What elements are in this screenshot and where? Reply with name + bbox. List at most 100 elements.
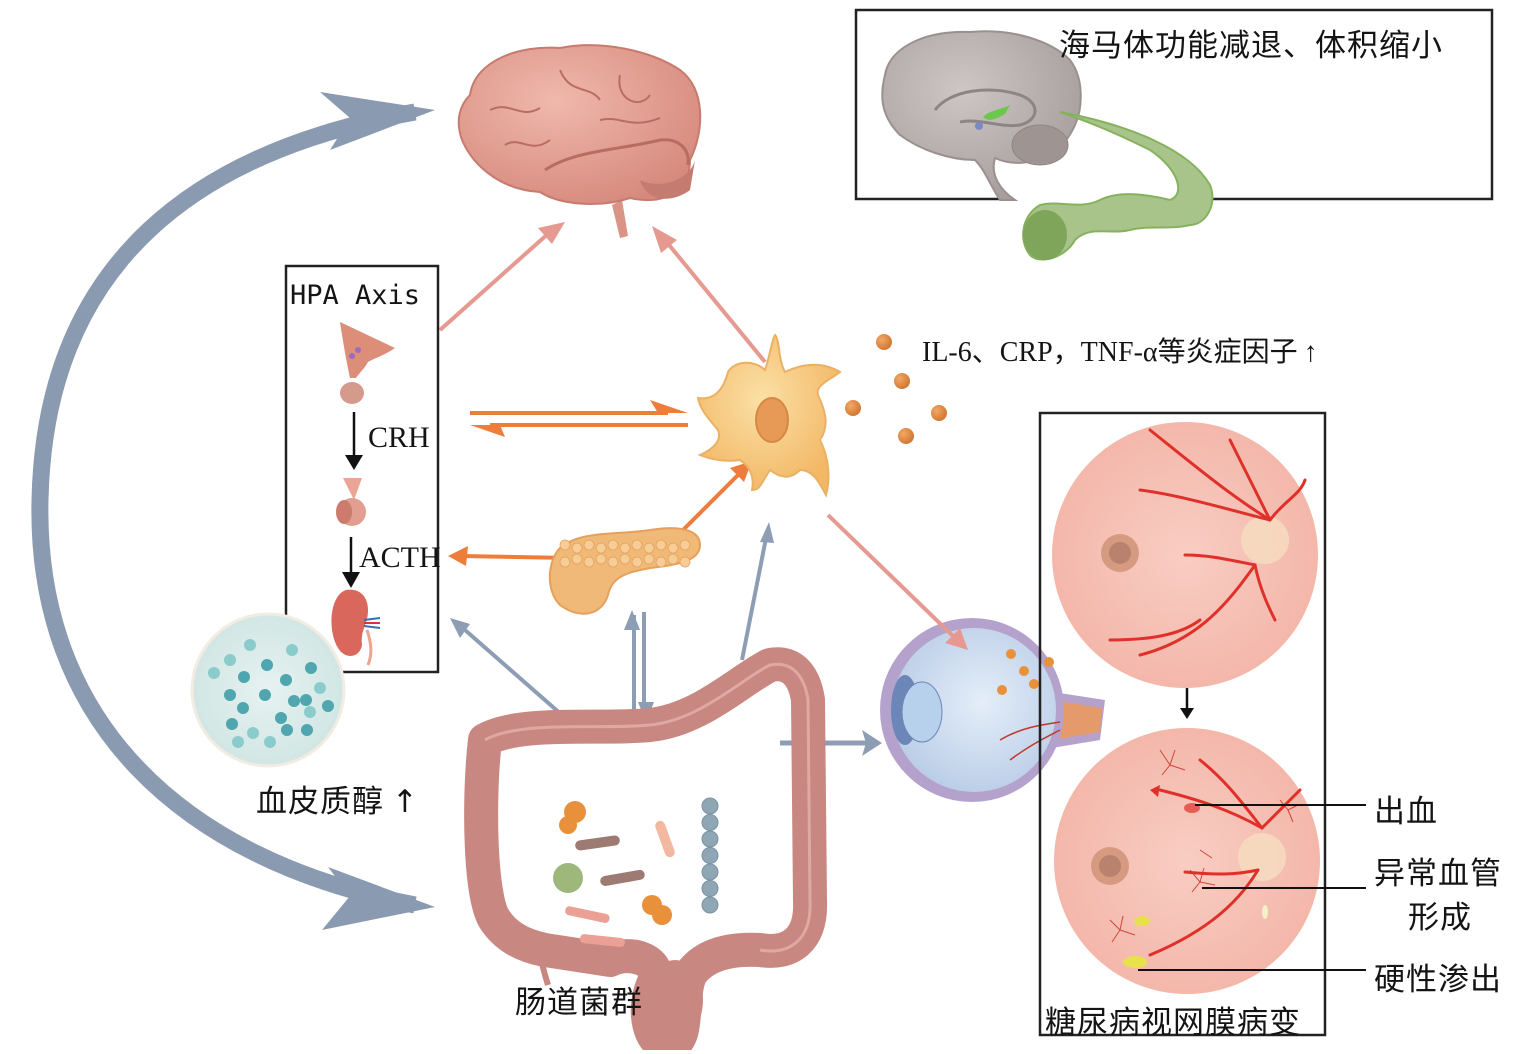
bacterium-coccus <box>559 816 577 834</box>
diseased-retina-icon <box>1054 728 1320 994</box>
bacterium-green <box>553 863 583 893</box>
arrow-cell-to-eye <box>826 513 968 650</box>
pancreas-icon <box>548 527 702 615</box>
hippocampus-enlarged-icon <box>1022 111 1214 261</box>
pancreas-lobule <box>571 553 583 565</box>
retina-transition-arrow <box>1180 688 1194 719</box>
cortisol-molecule-dot <box>305 662 317 674</box>
pancreas-lobule <box>655 539 667 551</box>
cortisol-molecule-dot <box>247 727 259 739</box>
arrow-gut-pancreas-bidirectional <box>624 610 654 722</box>
hippocampus-caption: 海马体功能减退、体积缩小 <box>1059 28 1443 64</box>
brain-icon <box>457 44 702 238</box>
cortisol-molecule-dot <box>286 644 298 656</box>
pancreas-lobule <box>583 556 595 568</box>
hippocampus-panel <box>854 8 1494 261</box>
hypothalamus-icon <box>340 322 395 404</box>
increase-arrow-icon: ↑ <box>1303 337 1318 368</box>
inflammation-text: IL-6、CRP，TNF-α等炎症因子 <box>922 337 1298 368</box>
hpa-axis-title: HPA Axis <box>290 280 421 311</box>
inflammation-label: IL-6、CRP，TNF-α等炎症因子↑ <box>922 330 1318 370</box>
cortisol-molecule-dot <box>300 694 312 706</box>
streptococcus-cell <box>701 814 719 831</box>
adrenal-kidney-icon <box>331 589 381 666</box>
crh-down-arrow <box>345 412 363 470</box>
pancreas-lobule <box>667 553 679 565</box>
cortisol-molecule-dot <box>238 671 250 683</box>
eye-icon <box>880 618 1105 802</box>
arc-arrowhead-bottom <box>322 867 435 930</box>
arrow-pancreas-to-hpa <box>448 546 571 566</box>
pancreas-lobule <box>631 539 643 551</box>
pancreas-lobule <box>631 556 643 568</box>
cortisol-molecule-dot <box>275 712 287 724</box>
gut-microbiota-label: 肠道菌群 <box>515 985 643 1021</box>
pancreas-lobule <box>655 556 667 568</box>
colon-icon <box>464 647 828 1054</box>
pituitary-icon <box>336 478 366 526</box>
pancreas-lobule <box>595 553 607 565</box>
cortisol-molecule-dot <box>224 654 236 666</box>
bacterium-rod <box>600 869 645 886</box>
cortisol-label: 血皮质醇↑ <box>256 776 419 821</box>
cytokine-dot <box>894 373 910 389</box>
cytokine-dot <box>845 400 861 416</box>
cortisol-molecule-dot <box>237 702 249 714</box>
feedback-arc-arrow <box>31 92 435 930</box>
sagittal-brain-icon <box>881 30 1082 201</box>
arrow-cell-to-brain <box>652 226 767 364</box>
arrow-cell-to-hpa <box>470 423 688 437</box>
cytokine-dot <box>876 334 892 350</box>
pancreas-lobule <box>571 542 583 554</box>
streptococcus-cell <box>701 880 719 897</box>
bacterium-rod <box>655 820 675 858</box>
annotation-neovascularization-line1: 异常血管 <box>1374 856 1502 892</box>
arrow-gut-to-hpa <box>450 618 564 717</box>
cortisol-molecule-dot <box>208 667 220 679</box>
streptococcus-cell <box>701 847 719 864</box>
pancreas-lobule <box>559 556 571 568</box>
cortisol-molecule-dot <box>224 689 236 701</box>
cortisol-molecule-dot <box>281 724 293 736</box>
pancreas-lobule <box>679 556 691 568</box>
streptococcus-cell <box>701 830 719 848</box>
annotation-neovascularization-line2: 形成 <box>1408 900 1472 936</box>
bacterium-rod <box>575 835 620 851</box>
pancreas-lobule <box>643 553 655 565</box>
annotation-hemorrhage: 出血 <box>1374 794 1438 830</box>
bacterium-coccus <box>652 905 672 925</box>
streptococcus-cell <box>701 863 719 881</box>
cortisol-molecule-dot <box>261 659 273 671</box>
annotation-hard-exudate: 硬性渗出 <box>1374 962 1502 998</box>
cortisol-molecule-dot <box>244 639 256 651</box>
gut-bacteria <box>553 797 719 947</box>
cytokine-dot <box>898 428 914 444</box>
pancreas-lobule <box>607 539 619 551</box>
cortisol-molecule-dot <box>226 718 238 730</box>
pancreas-lobule <box>583 539 595 551</box>
pancreas-lobule <box>679 539 691 551</box>
immune-cell-icon <box>696 333 842 498</box>
pancreas-lobule <box>607 556 619 568</box>
pancreas-lobule <box>619 553 631 565</box>
cortisol-molecule-dot <box>232 736 244 748</box>
pancreas-lobule <box>559 539 571 551</box>
bacterium-rod <box>565 906 610 923</box>
acth-down-arrow <box>342 537 360 588</box>
crh-label: CRH <box>368 421 430 454</box>
cytokine-dots <box>845 334 947 444</box>
cortisol-molecule-dot <box>304 706 316 718</box>
arrow-hpa-to-brain <box>438 222 565 332</box>
retinopathy-panel <box>1038 411 1366 1037</box>
cortisol-blood-plate-icon <box>190 612 346 768</box>
cortisol-molecule-dot <box>259 689 271 701</box>
cortisol-molecule-dot <box>322 700 334 712</box>
cortisol-text: 血皮质醇 <box>256 784 384 820</box>
pancreas-lobule <box>619 542 631 554</box>
cytokine-dot <box>931 405 947 421</box>
normal-retina-icon <box>1052 422 1318 688</box>
pancreas-lobule <box>667 542 679 554</box>
arrow-hpa-to-cell <box>470 400 688 415</box>
